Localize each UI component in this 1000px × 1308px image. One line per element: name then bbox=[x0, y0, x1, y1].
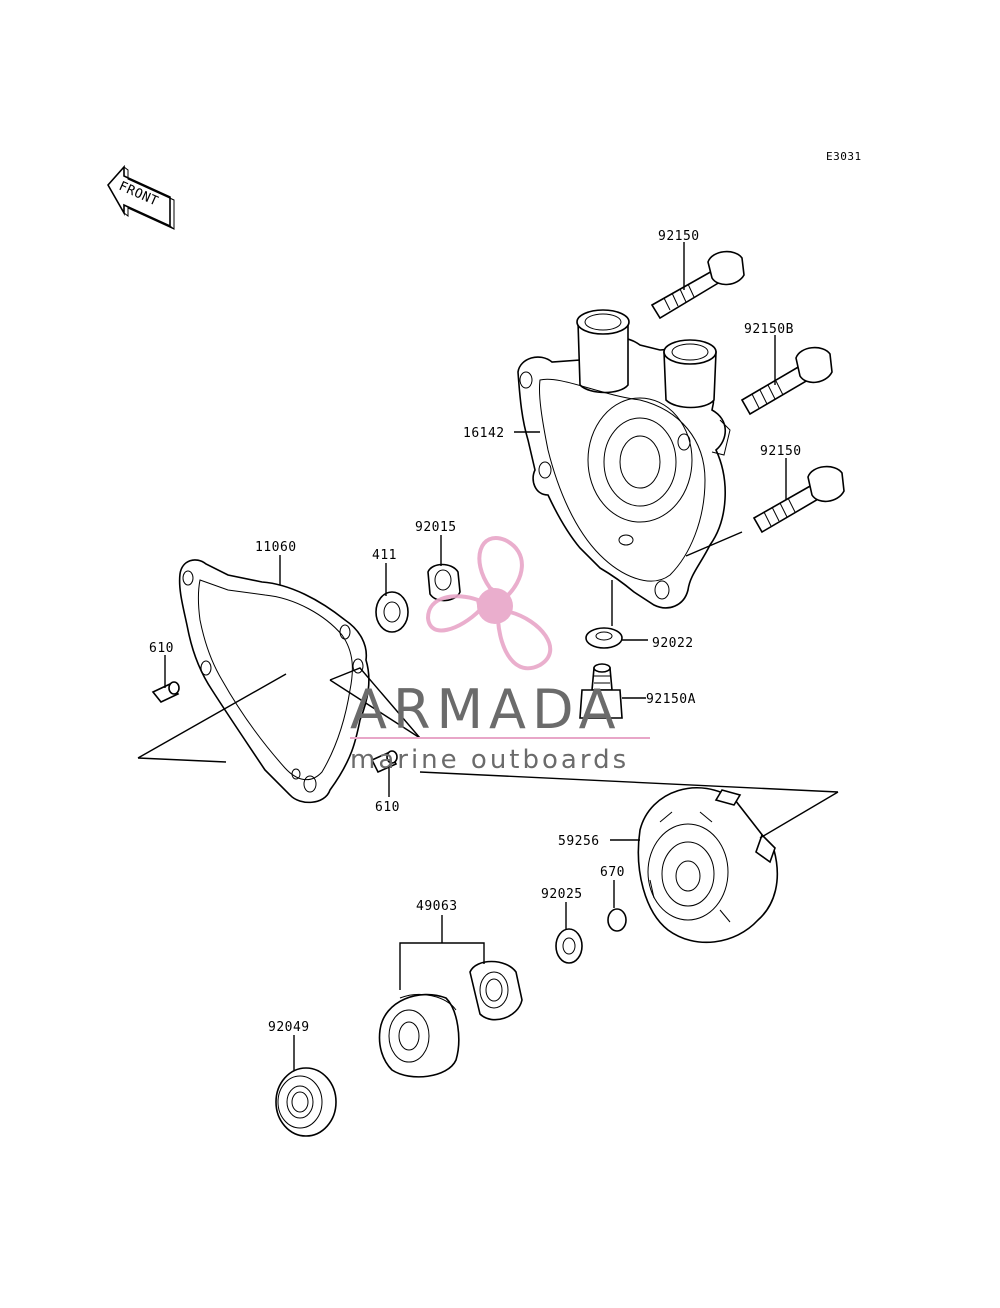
seal-49063-large bbox=[378, 993, 460, 1078]
label-16142: 16142 bbox=[463, 426, 505, 441]
nut-92015 bbox=[427, 563, 461, 602]
dowel-pin-610-left bbox=[151, 681, 180, 703]
washer-92025 bbox=[555, 928, 583, 964]
label-92150-mid: 92150 bbox=[760, 444, 802, 459]
label-411: 411 bbox=[372, 548, 397, 563]
label-92150-top: 92150 bbox=[658, 229, 700, 244]
label-92022: 92022 bbox=[652, 636, 694, 651]
watermark-title: ARMADA bbox=[350, 678, 622, 741]
washer-92022 bbox=[585, 627, 623, 649]
label-92049: 92049 bbox=[268, 1020, 310, 1035]
label-49063: 49063 bbox=[416, 899, 458, 914]
o-ring-670 bbox=[607, 908, 627, 932]
label-92025: 92025 bbox=[541, 887, 583, 902]
dowel-pin-610-bottom bbox=[370, 750, 398, 774]
front-arrow-icon: FRONT bbox=[107, 164, 175, 230]
label-92150a: 92150A bbox=[646, 692, 696, 707]
propeller-logo-icon bbox=[425, 536, 553, 671]
label-610-left: 610 bbox=[149, 641, 174, 656]
bolt-92150-mid bbox=[752, 465, 845, 534]
seal-49063-small bbox=[469, 960, 523, 1021]
leader-lines bbox=[137, 242, 839, 1070]
pump-cover-16142 bbox=[517, 309, 731, 609]
impeller-59256 bbox=[637, 786, 778, 944]
label-92015: 92015 bbox=[415, 520, 457, 535]
reference-code: E3031 bbox=[826, 150, 862, 163]
washer-411 bbox=[375, 591, 409, 633]
bolt-92150b bbox=[740, 346, 833, 416]
fitting-92150a bbox=[579, 663, 623, 719]
label-610-bottom: 610 bbox=[375, 800, 400, 815]
label-11060: 11060 bbox=[255, 540, 297, 555]
label-670: 670 bbox=[600, 865, 625, 880]
armada-watermark: ARMADA marine outboards bbox=[350, 536, 650, 775]
bearing-92049 bbox=[275, 1067, 337, 1137]
label-59256: 59256 bbox=[558, 834, 600, 849]
watermark-subtitle: marine outboards bbox=[350, 745, 629, 775]
label-92150b: 92150B bbox=[744, 322, 794, 337]
bolt-92150-top bbox=[650, 250, 745, 320]
